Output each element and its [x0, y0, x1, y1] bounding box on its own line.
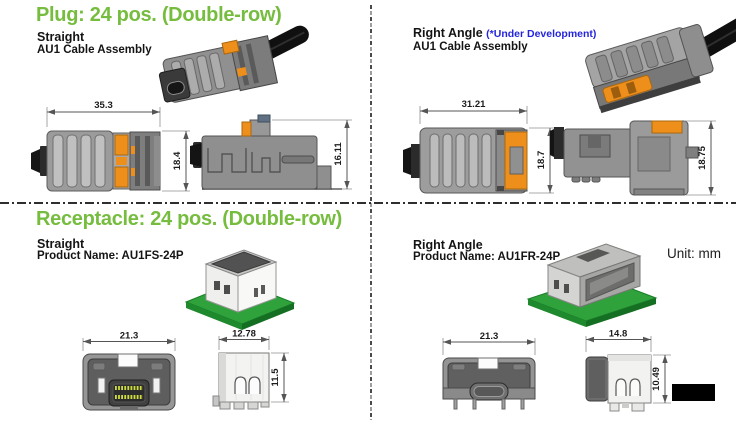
- plug-right-angle-variant-label: Right Angle (*Under Development): [413, 26, 597, 40]
- unit-value: mm: [698, 246, 722, 261]
- width-dimension: 12.78: [218, 329, 270, 350]
- height-dimension: 11.5: [270, 352, 289, 403]
- pin-profile: [629, 378, 641, 396]
- width-dimension: 14.8: [585, 329, 652, 352]
- receptacle-straight-3d-render: [184, 249, 296, 330]
- height-dimension: 10.49: [651, 354, 671, 404]
- receptacle-section-title: Receptacle: 24 pos. (Double-row): [36, 208, 343, 230]
- receptacle-right-angle-3d-render: [526, 243, 658, 327]
- unit-note: Unit: mm: [667, 246, 721, 261]
- dim-width-label: 21.3: [480, 331, 499, 342]
- height-dimension: 18.4: [162, 130, 190, 192]
- plug-right-angle-top-view-drawing: 31.21 18.7: [403, 99, 554, 194]
- dim-width-label: 35.3: [94, 100, 113, 111]
- plug-straight-subtitle: AU1 Cable Assembly: [37, 44, 152, 56]
- dim-height-label: 18.4: [172, 151, 183, 170]
- height-dimension: 16.11: [272, 119, 352, 190]
- plug-body: [158, 35, 279, 103]
- receptacle-straight-front-view-drawing: 21.3: [82, 331, 176, 411]
- receptacle-body: [546, 243, 642, 308]
- redacted-block: [672, 384, 715, 401]
- dim-height-label: 18.7: [536, 151, 547, 170]
- receptacle-body: [204, 249, 278, 313]
- receptacle-right-angle-side-view-drawing: 14.8 10.49: [585, 329, 671, 412]
- dim-height-label: 18.75: [697, 145, 708, 169]
- plug-body: [585, 24, 714, 114]
- plug-right-angle-subtitle: AU1 Cable Assembly: [413, 41, 528, 53]
- dim-width-label: 14.8: [609, 329, 628, 340]
- dim-height-label: 16.11: [333, 142, 344, 166]
- pin-profile: [248, 376, 261, 394]
- plug-straight-top-view-drawing: 35.3 18.4: [31, 100, 190, 192]
- plug-straight-3d-render: [158, 25, 309, 103]
- plug-right-angle-3d-render: [585, 16, 736, 114]
- plug-right-angle-section: Right Angle (*Under Development) AU1 Cab…: [371, 0, 736, 202]
- width-dimension: 35.3: [46, 100, 161, 127]
- plug-section-title: Plug: 24 pos. (Double-row): [36, 4, 282, 26]
- plug-straight-variant-label: Straight: [37, 30, 85, 44]
- dim-width-label: 12.78: [232, 329, 256, 340]
- under-development-note: (*Under Development): [486, 28, 597, 40]
- width-dimension: 31.21: [419, 99, 528, 124]
- receptacle-straight-section: Receptacle: 24 pos. (Double-row) Straigh…: [0, 202, 371, 426]
- cable-stub: [40, 146, 47, 176]
- unit-label: Unit:: [667, 246, 695, 261]
- variant-text: Right Angle: [413, 26, 483, 40]
- pin-profile: [615, 378, 627, 396]
- plug-straight-section: Plug: 24 pos. (Double-row) Straight AU1 …: [0, 0, 371, 202]
- dim-width-label: 31.21: [462, 99, 486, 110]
- dim-height-label: 10.49: [651, 367, 662, 391]
- width-dimension: 21.3: [442, 331, 536, 355]
- pin-profile: [234, 376, 247, 394]
- horizontal-section-divider: [0, 202, 736, 204]
- receptacle-straight-variant-label: Straight: [37, 237, 85, 251]
- plug-right-angle-side-view-drawing: 18.75: [550, 120, 716, 196]
- cable-stub: [411, 144, 420, 178]
- receptacle-right-angle-product-name: Product Name: AU1FR-24P: [413, 251, 561, 263]
- dim-width-label: 21.3: [120, 331, 139, 342]
- receptacle-right-angle-section: Right Angle Product Name: AU1FR-24P Unit…: [371, 202, 736, 426]
- receptacle-right-angle-variant-label: Right Angle: [413, 238, 483, 252]
- dim-height-label: 11.5: [270, 368, 281, 387]
- plug-straight-side-view-drawing: 16.11: [190, 114, 352, 190]
- receptacle-right-angle-front-view-drawing: 21.3: [442, 331, 536, 410]
- vertical-section-divider: [370, 5, 372, 420]
- width-dimension: 21.3: [82, 331, 176, 351]
- height-dimension: 18.75: [684, 120, 716, 196]
- receptacle-straight-product-name: Product Name: AU1FS-24P: [37, 250, 184, 262]
- receptacle-straight-side-view-drawing: 12.78 11.5: [212, 329, 289, 410]
